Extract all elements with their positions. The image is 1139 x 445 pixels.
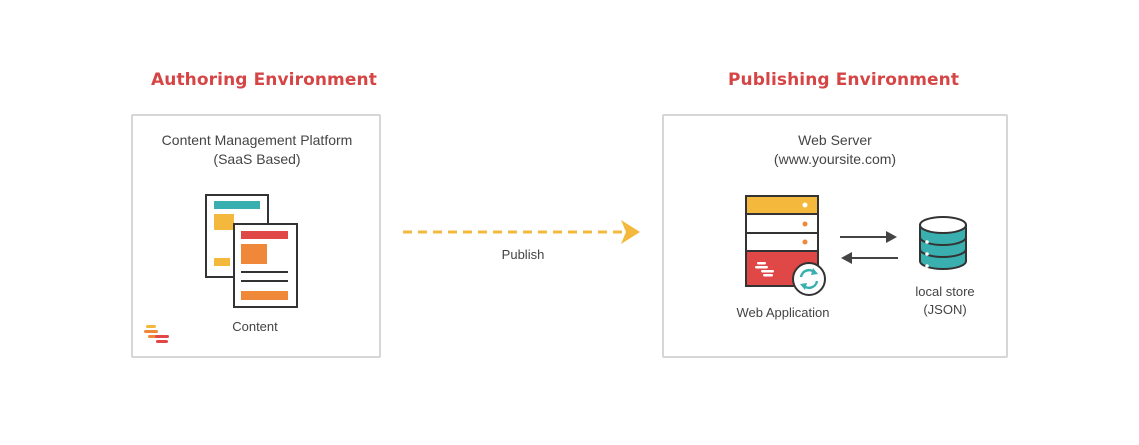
web-server-title: Web Server xyxy=(798,132,872,148)
local-store-format: (JSON) xyxy=(923,302,967,317)
sync-icon xyxy=(792,262,826,296)
brand-logo-icon xyxy=(144,325,169,343)
platform-subtitle: (SaaS Based) xyxy=(213,151,301,167)
web-application-server-icon xyxy=(745,195,826,296)
content-label: Content xyxy=(232,319,278,334)
database-icon xyxy=(919,216,967,270)
authoring-environment-heading: Authoring Environment xyxy=(151,70,377,90)
platform-title: Content Management Platform xyxy=(161,132,353,148)
content-documents-icon xyxy=(205,194,298,308)
web-application-label: Web Application xyxy=(736,305,830,320)
publish-label: Publish xyxy=(501,247,545,262)
web-server-url: (www.yoursite.com) xyxy=(773,151,897,167)
local-store-label: local store xyxy=(915,284,975,299)
publishing-environment-heading: Publishing Environment xyxy=(728,70,960,90)
publish-arrow xyxy=(403,220,640,244)
bidirectional-arrows xyxy=(840,231,898,264)
